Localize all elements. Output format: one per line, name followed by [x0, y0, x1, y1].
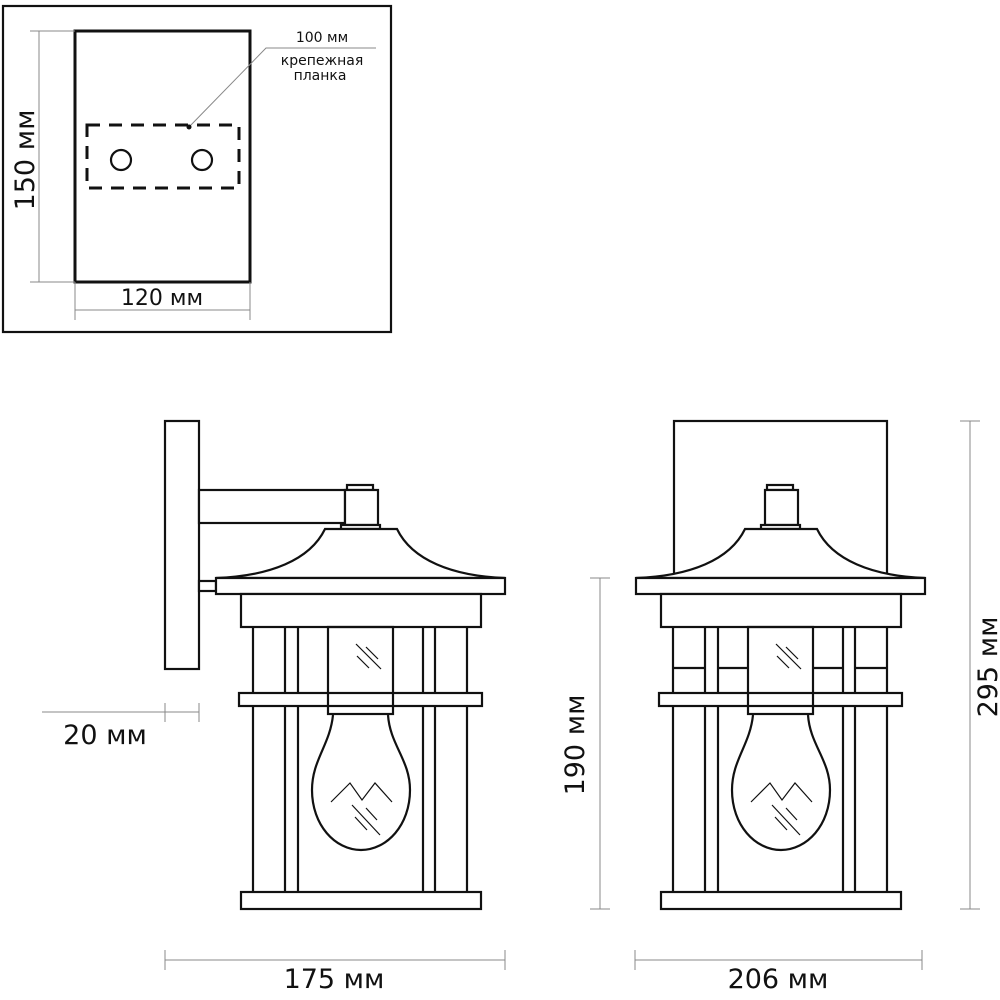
height-dimension: [30, 30, 75, 283]
mounting-hole: [109, 148, 133, 172]
backplate-outline: [73, 29, 252, 284]
width-dimension: [74, 282, 251, 320]
mounting-plan-view: 150 мм 120 мм 100 мм крепежная планка: [1, 4, 393, 334]
body-height-label: 190 мм: [560, 695, 591, 796]
plate-size-label: 100 мм: [296, 30, 348, 46]
lantern-front: [634, 483, 927, 911]
leader-dot: [186, 124, 192, 130]
side-view: 20 мм 175 мм: [42, 419, 507, 995]
front-width-dimension: [634, 950, 923, 970]
mounting-bar-outline: [85, 123, 241, 190]
side-width-dimension: [164, 950, 506, 970]
lantern-side: [214, 483, 507, 911]
plate-name-line2: планка: [294, 68, 347, 84]
projection-dimension: [42, 703, 200, 722]
stub: [197, 579, 218, 593]
arm: [197, 488, 347, 525]
body-height-dimension: [590, 577, 610, 910]
plate-name-line1: крепежная: [281, 53, 364, 69]
wall-plate: [163, 419, 201, 671]
front-width-label: 206 мм: [728, 964, 829, 995]
leader-line: [188, 47, 376, 128]
plan-frame: [1, 4, 393, 334]
mounting-hole: [190, 148, 214, 172]
projection-label: 20 мм: [63, 720, 147, 751]
total-height-dimension: [960, 420, 980, 910]
height-label: 150 мм: [10, 110, 41, 211]
front-view: 190 мм 295 мм 206 мм: [560, 419, 1000, 995]
side-width-label: 175 мм: [284, 964, 385, 995]
width-label: 120 мм: [121, 286, 203, 311]
total-height-label: 295 мм: [973, 617, 1000, 718]
